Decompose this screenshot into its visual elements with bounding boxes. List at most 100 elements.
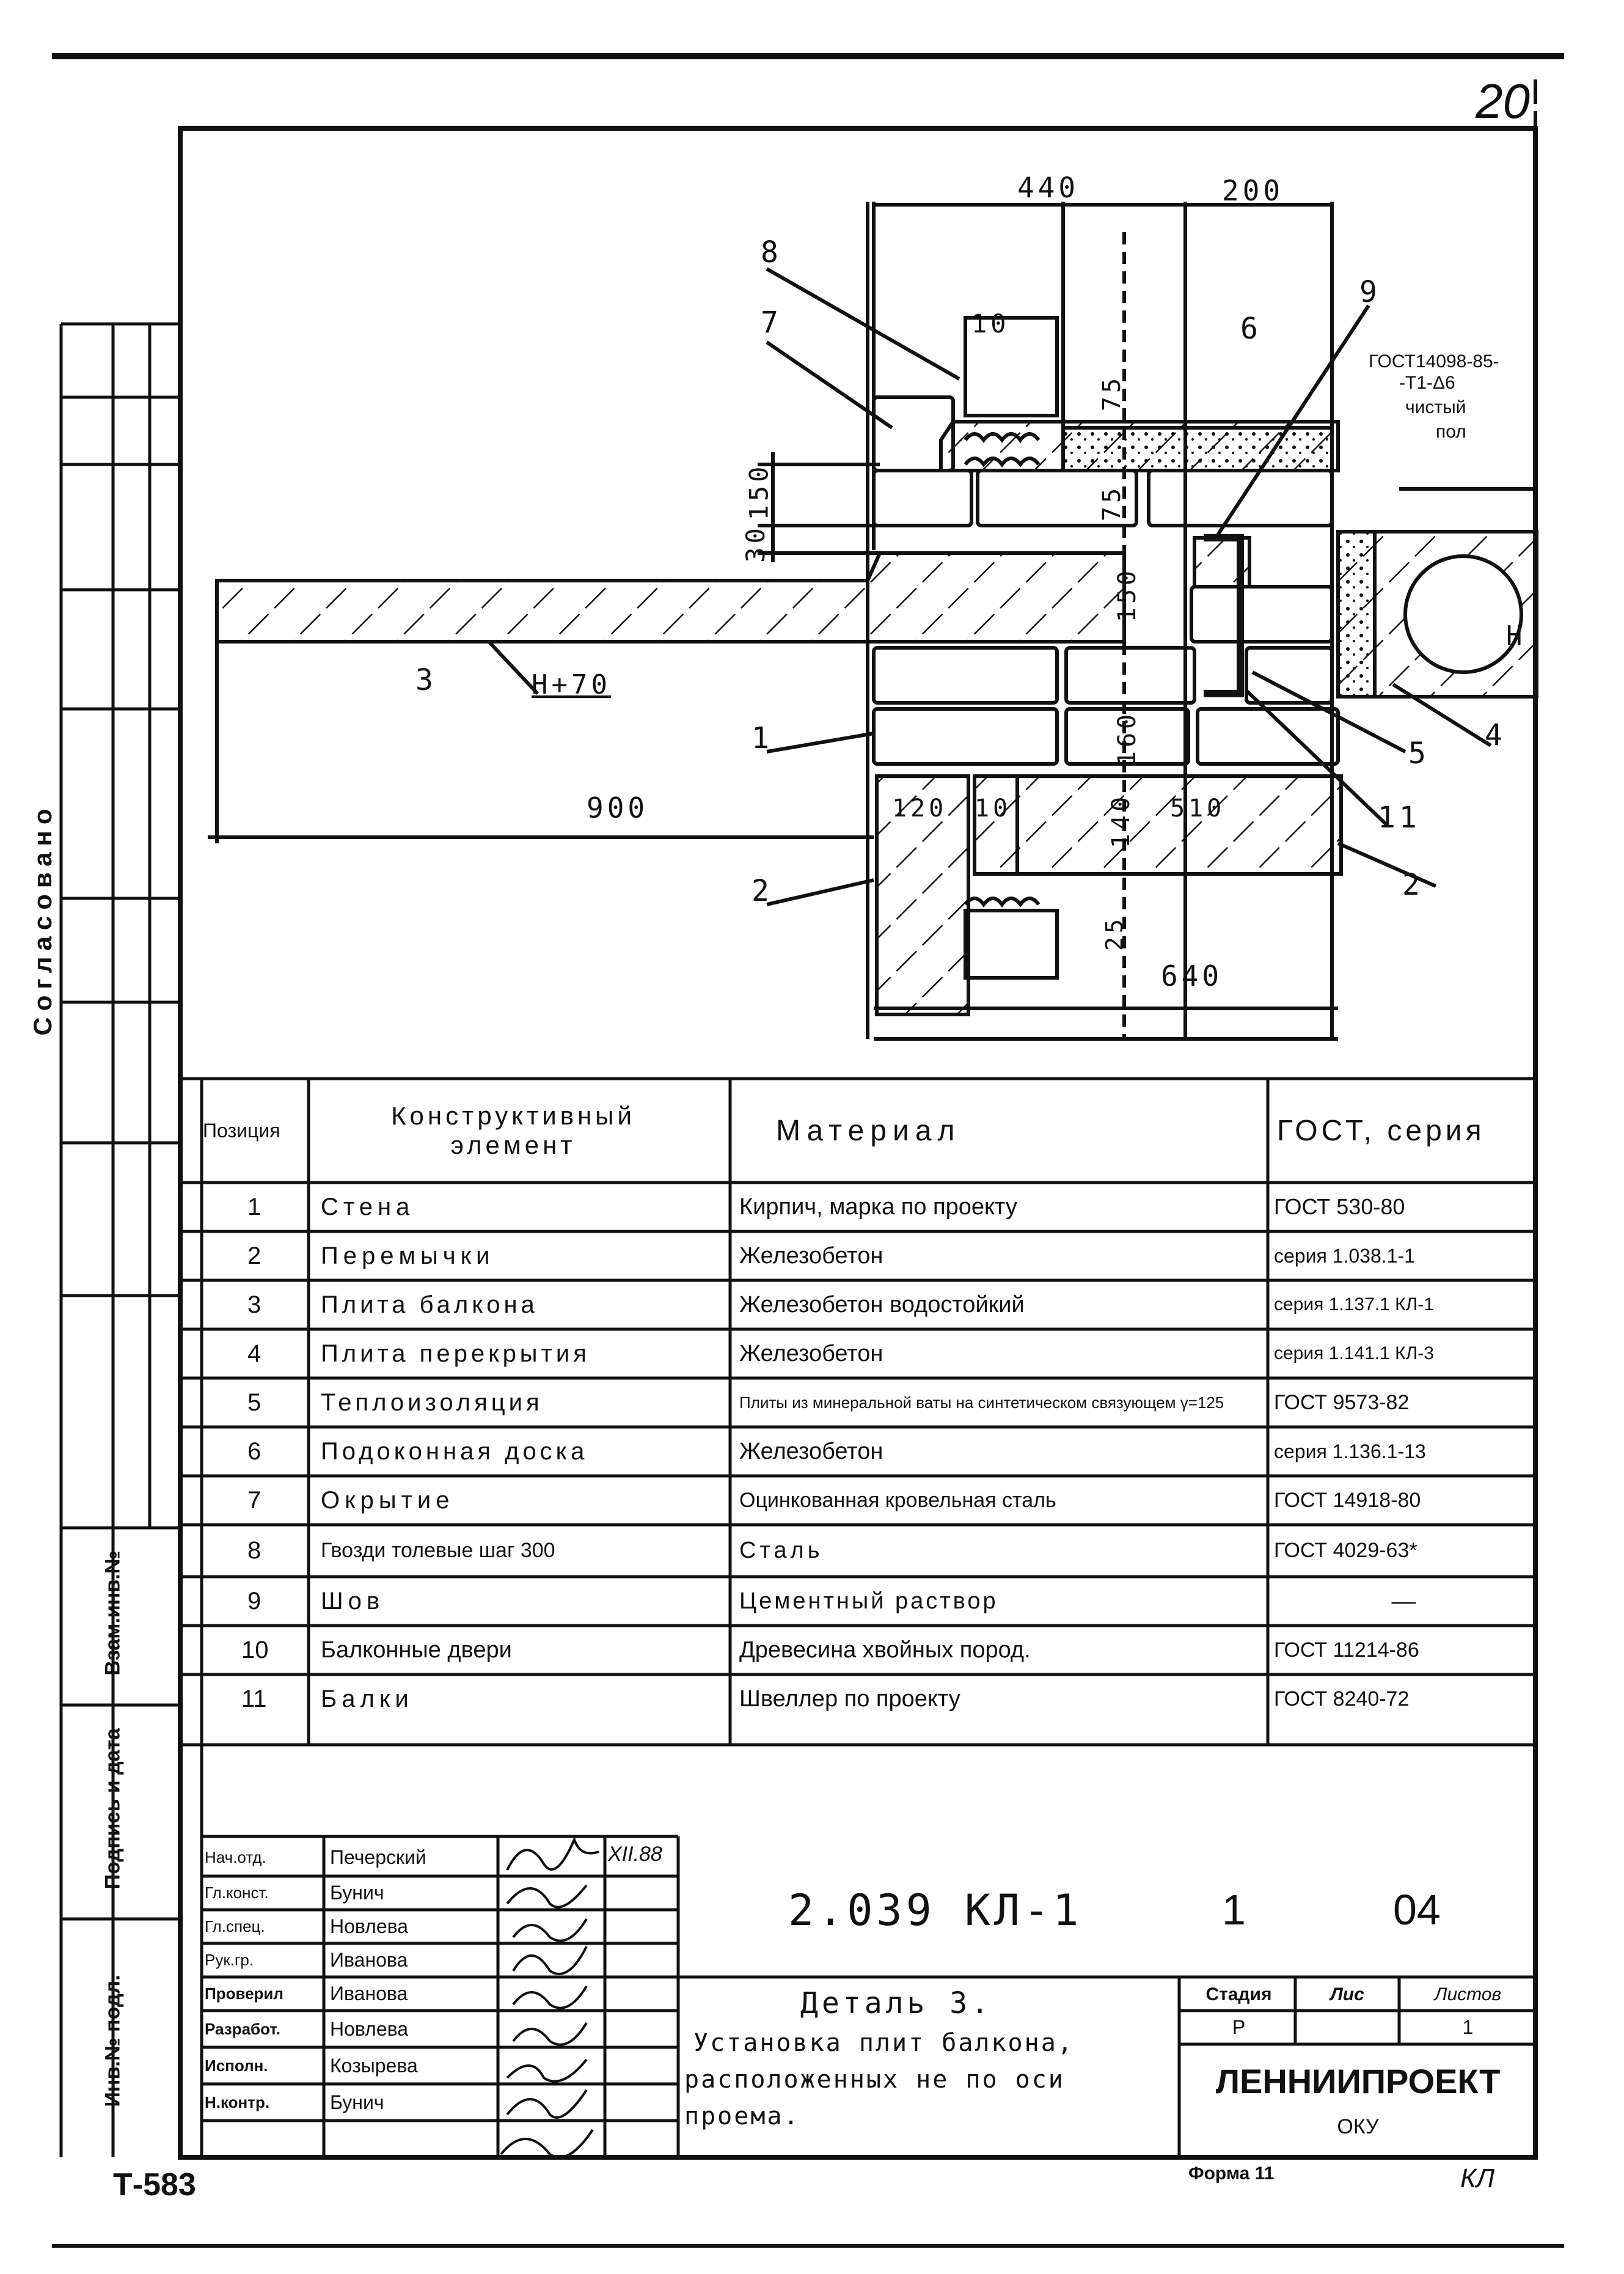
row-element: Стена <box>321 1193 415 1220</box>
signer-role: Гл.спец. <box>205 1917 265 1935</box>
sign-date: XII.88 <box>608 1843 662 1866</box>
sheet-label: Лис <box>1330 1984 1364 2004</box>
row-pos: 1 <box>247 1193 262 1220</box>
signer-role: Н.контр. <box>205 2092 270 2111</box>
form-label: Форма 11 <box>1188 2163 1275 2184</box>
dim-120: 120 <box>892 794 948 823</box>
row-gost: — <box>1391 1587 1416 1615</box>
row-element: Подоконная доска <box>321 1437 588 1465</box>
dim-150-mid: 150 <box>1113 567 1142 623</box>
signer-name: Новлева <box>330 2017 409 2040</box>
row-element: Балконные двери <box>321 1637 512 1663</box>
header-position: Позиция <box>203 1119 280 1142</box>
callout-2-right: 2 <box>1402 868 1424 902</box>
signer-role: Проверил <box>205 1984 283 2003</box>
row-pos: 10 <box>241 1636 269 1663</box>
row-gost: серия 1.141.1 КЛ-3 <box>1274 1343 1434 1363</box>
signatures <box>500 1836 599 2158</box>
inv-no-label: Взам.инв.№ <box>101 1550 125 1676</box>
brick-wall <box>208 202 1538 1041</box>
row-pos: 7 <box>247 1486 262 1514</box>
organization: ЛЕННИИПРОЕКТ <box>1215 2061 1501 2100</box>
signer-role: Исполн. <box>205 2056 268 2075</box>
sheets-value: 1 <box>1462 2015 1474 2038</box>
title-block-grid <box>200 1745 1535 2157</box>
table-row: 10 Балконные двери Древесина хвойных пор… <box>202 1626 1535 1674</box>
dim-900: 900 <box>587 791 649 824</box>
table-row: 3 Плита балкона Железобетон водостойкий … <box>202 1280 1535 1329</box>
row-pos: 6 <box>247 1437 262 1465</box>
table-row: 8 Гвозди толевые шаг 300 Сталь ГОСТ 4029… <box>202 1525 1535 1577</box>
row-material: Оцинкованная кровельная сталь <box>739 1488 1056 1512</box>
sign-date-label: Подпись и дата <box>101 1728 125 1890</box>
title-line-2: Установка плит балкона, <box>693 2029 1074 2057</box>
dim-150-top: 150 <box>744 463 774 521</box>
dim-200: 200 <box>1222 174 1284 207</box>
left-strip <box>59 322 180 2157</box>
callout-4: 4 <box>1485 718 1506 752</box>
row-pos: 11 <box>241 1685 267 1712</box>
row-material: Железобетон <box>739 1340 883 1366</box>
title-line-3: расположенных не по оси <box>684 2066 1065 2094</box>
table-row: 7 Окрытие Оцинкованная кровельная сталь … <box>202 1476 1535 1525</box>
gost-note-1: ГОСТ14098-85- <box>1369 351 1499 372</box>
row-element: Шов <box>321 1587 385 1615</box>
callout-8: 8 <box>761 235 782 270</box>
row-material: Цементный раствор <box>739 1588 998 1614</box>
initials: КЛ <box>1460 2163 1495 2193</box>
table-row: 4 Плита перекрытия Железобетон серия 1.1… <box>202 1329 1535 1378</box>
row-element: Теплоизоляция <box>321 1388 543 1416</box>
row-gost: ГОСТ 11214-86 <box>1274 1638 1419 1662</box>
row-pos: 5 <box>247 1388 262 1416</box>
title-line-1: Деталь 3. <box>800 1986 993 2020</box>
spec-table-grid <box>180 1077 1535 1747</box>
header-material: Материал <box>776 1114 961 1147</box>
title-line-4: проема. <box>684 2102 800 2130</box>
table-row: 1 Стена Кирпич, марка по проекту ГОСТ 53… <box>202 1183 1535 1231</box>
signer-name: Бунич <box>330 2091 384 2113</box>
dim-510: 510 <box>1170 794 1226 823</box>
row-gost: серия 1.137.1 КЛ-1 <box>1274 1294 1434 1315</box>
signer-name: Иванова <box>330 1982 408 2004</box>
agreed-label: Согласовано <box>28 802 57 1036</box>
row-element: Окрытие <box>321 1486 455 1514</box>
signer-name: Бунич <box>330 1882 384 1904</box>
row-gost: ГОСТ 9573-82 <box>1274 1390 1410 1414</box>
level-mark: Н+70 <box>532 669 611 700</box>
row-material: Железобетон <box>739 1438 883 1464</box>
row-element: Плита перекрытия <box>321 1340 590 1367</box>
row-material: Железобетон водостойкий <box>739 1291 1025 1318</box>
floor-label-1: чистый <box>1405 397 1466 417</box>
callout-6: 6 <box>1240 312 1262 346</box>
row-material: Кирпич, марка по проекту <box>739 1194 1017 1220</box>
row-pos: 8 <box>247 1537 262 1564</box>
callout-3: 3 <box>415 663 437 697</box>
dim-30: 30 <box>740 524 770 563</box>
row-pos: 3 <box>247 1291 262 1318</box>
signer-name: Козырева <box>330 2054 418 2077</box>
row-gost: серия 1.038.1-1 <box>1274 1244 1415 1267</box>
signer-role: Гл.конст. <box>205 1883 269 1902</box>
row-pos: 4 <box>247 1340 262 1367</box>
signer-name: Печерский <box>330 1846 426 1868</box>
stage-value: Р <box>1232 2015 1246 2038</box>
row-pos: 9 <box>247 1587 262 1615</box>
stage-label: Стадия <box>1205 1984 1272 2004</box>
table-row: 9 Шов Цементный раствор — <box>202 1577 1535 1626</box>
orig-inv-label: Инв.№ подл. <box>101 1975 125 2107</box>
row-material: Плиты из минеральной ваты на синтетическ… <box>739 1393 1224 1412</box>
dim-440: 440 <box>1017 171 1080 204</box>
row-material: Древесина хвойных пород. <box>739 1637 1031 1663</box>
signer-role: Разработ. <box>205 2019 281 2038</box>
h-mark: Н <box>1506 620 1526 651</box>
dim-160: 160 <box>1113 710 1142 766</box>
dim-10: 10 <box>975 794 1012 823</box>
signer-role: Нач.отд. <box>205 1847 266 1866</box>
table-row: 5 Теплоизоляция Плиты из минеральной ват… <box>202 1378 1535 1427</box>
signer-name: Новлева <box>330 1915 409 1937</box>
table-row: 11 Балки Швеллер по проекту ГОСТ 8240-72 <box>202 1674 1535 1745</box>
callout-7: 7 <box>761 306 782 340</box>
row-gost: ГОСТ 14918-80 <box>1274 1488 1421 1512</box>
page-code: 04 <box>1393 1886 1441 1934</box>
callout-11: 11 <box>1378 801 1421 835</box>
